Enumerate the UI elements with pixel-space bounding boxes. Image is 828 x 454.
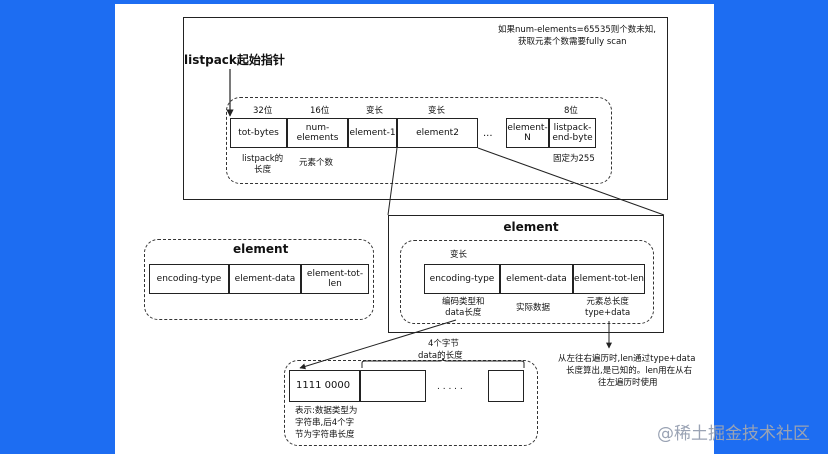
bottom-cell-byte-1	[360, 370, 426, 402]
bottom-desc-line1: 表示:数据类型为	[295, 406, 358, 416]
listpack-dashed-group	[226, 97, 612, 184]
header-label-element-1: 变长	[366, 106, 384, 116]
desc-encoding-type: 编码类型和 data长度	[442, 297, 485, 318]
desc-tot-bytes: listpack的 长度	[242, 154, 284, 175]
left-element-title: element	[233, 242, 289, 256]
right-header-label: 变长	[450, 250, 468, 260]
bottom-cell-byte-n	[488, 370, 524, 402]
left-element-dashed-box	[144, 239, 374, 320]
desc-element-tot-len: 元素总长度 type+data	[585, 297, 631, 318]
left-cell-encoding-type: encoding-type	[149, 264, 229, 294]
bottom-desc-line2: 字符串,后4个字	[295, 418, 355, 428]
right-cell-element-data: element-data	[500, 264, 573, 294]
header-label-end-byte: 8位	[564, 106, 578, 116]
right-cell-element-tot-len: element-tot-len	[573, 264, 645, 294]
desc-end-byte: 固定为255	[553, 154, 595, 164]
cell-listpack-end-byte: listpack-end-byte	[549, 118, 596, 148]
left-cell-element-data: element-data	[229, 264, 301, 294]
ellipsis-top: ...	[483, 128, 493, 139]
desc-num-elements: 元素个数	[299, 158, 334, 168]
bottom-desc-line3: 节为字符串长度	[295, 430, 355, 440]
cell-tot-bytes: tot-bytes	[230, 118, 287, 148]
bytes-label-line1: 4个字节	[428, 339, 459, 349]
num-elements-note-line2: 获取元素个数需要fully scan	[518, 37, 627, 47]
num-elements-note-line1: 如果num-elements=65535则个数未知,	[498, 25, 656, 35]
right-cell-encoding-type: encoding-type	[424, 264, 500, 294]
cell-element2: element2	[397, 118, 478, 148]
traverse-note-line3: 往左遍历时使用	[598, 378, 658, 388]
cell-element-1: element-1	[348, 118, 397, 148]
watermark-text: @稀土掘金技术社区	[657, 424, 810, 444]
bottom-cell-1111-0000: 1111 0000	[289, 370, 360, 402]
desc-element-data: 实际数据	[516, 303, 551, 313]
traverse-note-line2: 长度算出,是已知的。len用在从右	[566, 366, 693, 376]
traverse-note-line1: 从左往右遍历时,len通过type+data	[558, 354, 696, 364]
header-label-tot-bytes: 32位	[253, 106, 273, 116]
left-cell-element-tot-len: element-tot-len	[301, 264, 369, 294]
bottom-ellipsis: . . . . .	[437, 382, 463, 392]
listpack-pointer-label: listpack起始指针	[184, 53, 285, 67]
header-label-element2: 变长	[428, 106, 446, 116]
right-element-title: element	[503, 220, 559, 234]
header-label-num-elements: 16位	[310, 106, 330, 116]
cell-num-elements: num-elements	[287, 118, 348, 148]
cell-element-n: element-N	[506, 118, 549, 148]
right-element-dashed-box	[400, 240, 654, 324]
